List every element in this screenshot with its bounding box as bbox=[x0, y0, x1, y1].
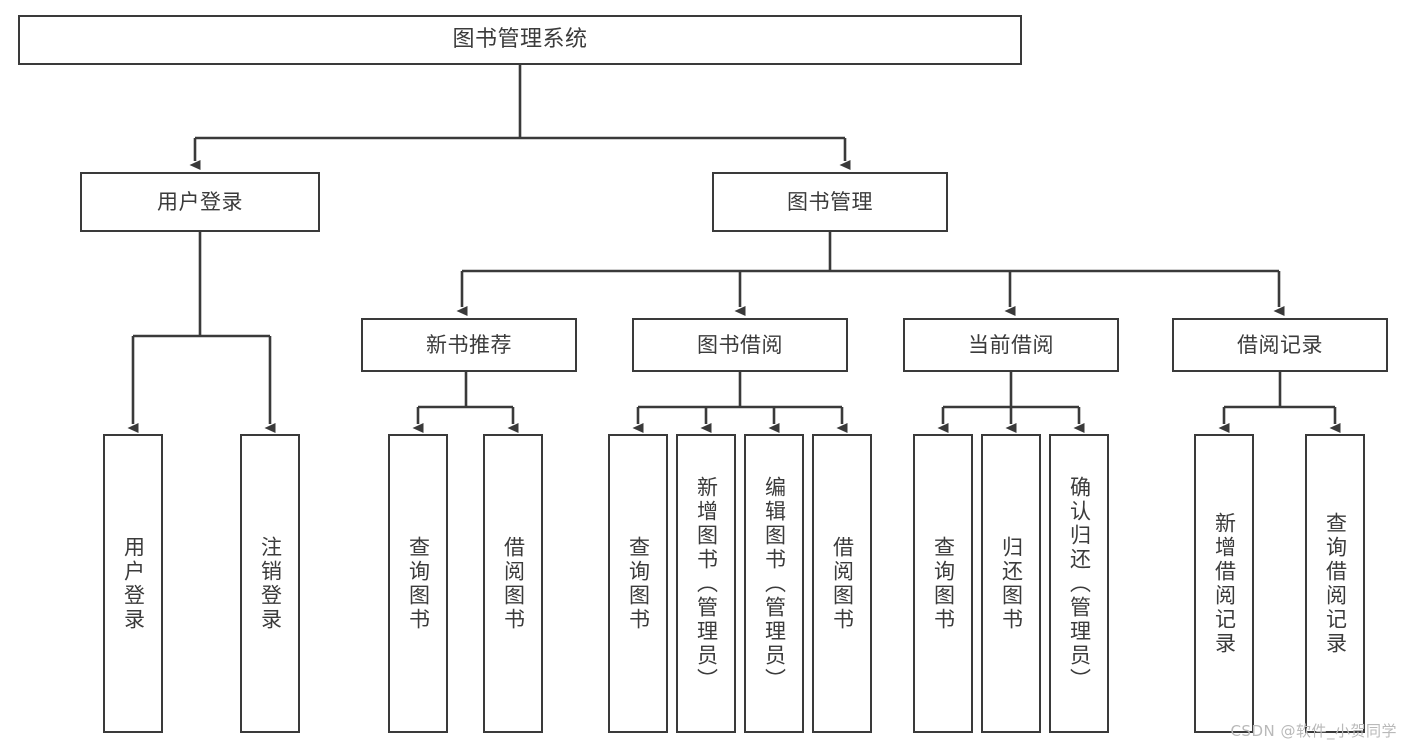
node-label: 查询图书 bbox=[626, 535, 651, 632]
node-label: 图书管理系统 bbox=[452, 27, 588, 53]
connector-current-borrow-to-leaves bbox=[937, 372, 1085, 433]
csdn-watermark: CSDN @软件_小贺同学 bbox=[1230, 722, 1397, 740]
node-label: 当前借阅 bbox=[968, 332, 1054, 357]
node-user-login[interactable]: 用户登录 bbox=[80, 172, 320, 232]
connector-root-to-level1 bbox=[189, 65, 851, 170]
node-leaf-user-login[interactable]: 用户登录 bbox=[103, 434, 163, 733]
node-label: 新增借阅记录 bbox=[1212, 511, 1237, 656]
node-label: 编辑图书（管理员） bbox=[762, 475, 787, 692]
node-leaf-query-book-2[interactable]: 查询图书 bbox=[608, 434, 668, 733]
node-new-book-recommend[interactable]: 新书推荐 bbox=[361, 318, 577, 372]
node-current-borrow[interactable]: 当前借阅 bbox=[903, 318, 1119, 372]
node-label: 用户登录 bbox=[121, 535, 146, 632]
node-leaf-query-book-3[interactable]: 查询图书 bbox=[913, 434, 973, 733]
connector-new-book-recommend-to-leaves bbox=[412, 372, 519, 433]
node-label: 查询图书 bbox=[931, 535, 956, 632]
node-borrow-record[interactable]: 借阅记录 bbox=[1172, 318, 1388, 372]
node-label: 注销登录 bbox=[258, 535, 283, 632]
connector-book-borrow-to-leaves bbox=[632, 372, 848, 433]
node-book-management[interactable]: 图书管理 bbox=[712, 172, 948, 232]
node-label: 用户登录 bbox=[157, 189, 243, 214]
node-leaf-return-book[interactable]: 归还图书 bbox=[981, 434, 1041, 733]
node-leaf-query-record[interactable]: 查询借阅记录 bbox=[1305, 434, 1365, 733]
node-label: 图书借阅 bbox=[697, 332, 783, 357]
node-leaf-add-book[interactable]: 新增图书（管理员） bbox=[676, 434, 736, 733]
connector-user-login-to-leaves bbox=[127, 232, 276, 433]
node-root-book-management-system[interactable]: 图书管理系统 bbox=[18, 15, 1022, 65]
node-label: 新增图书（管理员） bbox=[694, 475, 719, 692]
node-leaf-borrow-book-2[interactable]: 借阅图书 bbox=[812, 434, 872, 733]
node-label: 查询借阅记录 bbox=[1323, 511, 1348, 656]
node-leaf-add-record[interactable]: 新增借阅记录 bbox=[1194, 434, 1254, 733]
node-book-borrow[interactable]: 图书借阅 bbox=[632, 318, 848, 372]
node-leaf-query-book-1[interactable]: 查询图书 bbox=[388, 434, 448, 733]
node-leaf-borrow-book-1[interactable]: 借阅图书 bbox=[483, 434, 543, 733]
node-label: 借阅图书 bbox=[501, 535, 526, 632]
node-label: 图书管理 bbox=[787, 189, 873, 214]
node-label: 归还图书 bbox=[999, 535, 1024, 632]
connector-book-management-to-level2 bbox=[456, 232, 1285, 316]
node-leaf-logout-login[interactable]: 注销登录 bbox=[240, 434, 300, 733]
node-leaf-edit-book[interactable]: 编辑图书（管理员） bbox=[744, 434, 804, 733]
node-label: 查询图书 bbox=[406, 535, 431, 632]
node-label: 新书推荐 bbox=[426, 332, 512, 357]
node-label: 借阅记录 bbox=[1237, 332, 1323, 357]
node-leaf-confirm-return[interactable]: 确认归还（管理员） bbox=[1049, 434, 1109, 733]
node-label: 借阅图书 bbox=[830, 535, 855, 632]
node-label: 确认归还（管理员） bbox=[1067, 475, 1092, 692]
connector-borrow-record-to-leaves bbox=[1218, 372, 1341, 433]
